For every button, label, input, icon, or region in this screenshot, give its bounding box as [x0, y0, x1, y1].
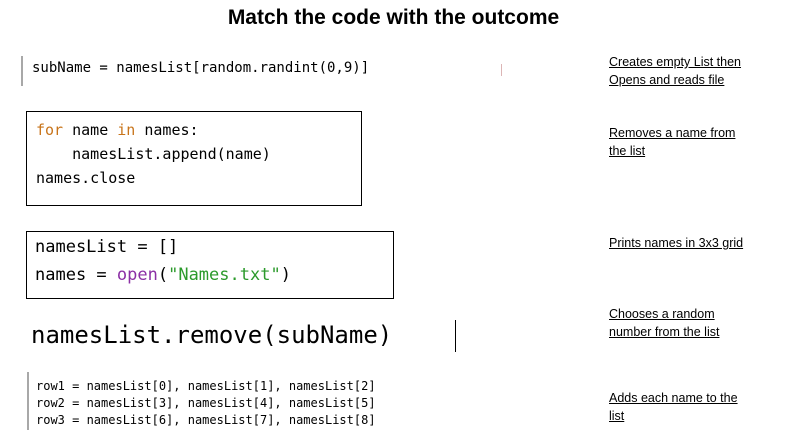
outcome-create-open[interactable]: Creates empty List then Opens and reads …	[609, 53, 779, 89]
outcome-line: Opens and reads file	[609, 73, 725, 87]
text-cursor	[455, 320, 456, 352]
outcome-random-choice[interactable]: Chooses a random number from the list	[609, 305, 779, 341]
code-line-append: namesList.append(name)	[36, 145, 271, 163]
code-line-for: for name in names:	[36, 121, 199, 139]
code-snippet-random-choice: subName = namesList[random.randint(0,9)]	[21, 52, 506, 86]
code-line: namesList.remove(subName)	[31, 321, 393, 349]
code-snippet-remove: namesList.remove(subName)	[31, 318, 461, 356]
code-line-row: row1 = namesList[0], namesList[1], names…	[36, 379, 376, 393]
outcome-line: Creates empty List then	[609, 55, 742, 69]
outcome-line: Adds each name to the	[609, 391, 738, 405]
code-gutter-bar	[21, 56, 23, 86]
code-line-row: row2 = namesList[3], namesList[4], names…	[36, 396, 376, 410]
outcome-remove-name[interactable]: Removes a name from the list	[609, 124, 779, 160]
code-line-open: names = open("Names.txt")	[35, 265, 291, 285]
code-snippet-grid-rows: row1 = namesList[0], namesList[1], names…	[27, 372, 467, 430]
code-gutter-bar	[27, 372, 29, 430]
outcome-line: list	[609, 409, 625, 423]
code-line-row: row3 = namesList[6], namesList[7], names…	[36, 413, 376, 427]
outcome-line: Removes a name from	[609, 126, 736, 140]
outcome-line: Chooses a random	[609, 307, 715, 321]
code-line: subName = namesList[random.randint(0,9)]	[32, 60, 370, 76]
outcome-line: the list	[609, 144, 646, 158]
outcome-print-grid[interactable]: Prints names in 3x3 grid	[609, 234, 779, 252]
code-line-empty-list: namesList = []	[35, 237, 179, 257]
outcome-line: Prints names in 3x3 grid	[609, 236, 744, 250]
code-snippet-append-loop: # ... ... ... for name in names: namesLi…	[26, 111, 362, 206]
page-title: Match the code with the outcome	[227, 6, 560, 29]
code-line-close: names.close	[36, 169, 136, 187]
code-snippet-open-file: namesList = [] names = open("Names.txt")	[26, 231, 394, 299]
cropped-comment-fragment: # ... ... ...	[41, 109, 341, 113]
text-cursor	[501, 64, 502, 76]
outcome-line: number from the list	[609, 325, 720, 339]
outcome-append-name[interactable]: Adds each name to the list	[609, 389, 779, 425]
